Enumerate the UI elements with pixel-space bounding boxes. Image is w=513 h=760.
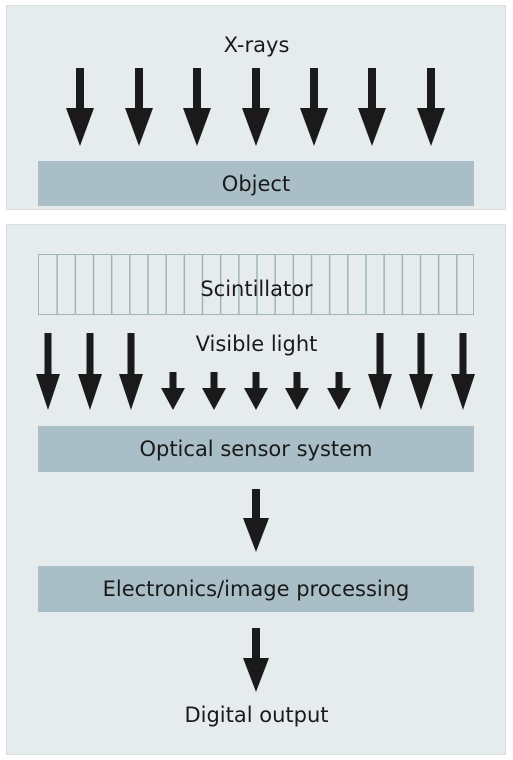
x-ray-arrow-icon [66,68,94,146]
electronics-label: Electronics/image processing [102,577,410,601]
scintillator [38,254,474,315]
visible-light-arrow-icon [368,333,392,410]
scintillator-grid-icon [56,255,458,314]
x-ray-arrow-icon [300,68,328,146]
x-ray-arrow-icon [242,68,270,146]
visible-light-arrow-icon [285,372,309,410]
x-ray-arrow-icon [358,68,386,146]
optical-sensor-label: Optical sensor system [139,437,373,461]
digital-output-label: Digital output [184,703,329,727]
down-arrow-icon [243,489,269,552]
x-ray-arrow-icon [183,68,211,146]
visible-light-arrow-icon [36,333,60,410]
visible-light-arrow-icon [409,333,433,410]
x-ray-arrow-icon [125,68,153,146]
visible-light-arrow-icon [161,372,185,410]
visible-light-arrow-icon [119,333,143,410]
object-label: Object [221,171,291,196]
x-rays-label: X-rays [223,33,290,57]
visible-light-arrow-icon [202,372,226,410]
visible-light-arrow-icon [451,333,475,410]
object-bar: Object [38,161,474,206]
optical-sensor-bar: Optical sensor system [38,426,474,472]
down-arrow-icon [243,628,269,692]
electronics-bar: Electronics/image processing [38,566,474,612]
scintillator-label: Scintillator [200,277,313,301]
visible-light-arrow-icon [327,372,351,410]
x-ray-arrow-icon [417,68,445,146]
visible-light-label: Visible light [195,332,318,356]
visible-light-arrow-icon [244,372,268,410]
visible-light-arrow-icon [78,333,102,410]
